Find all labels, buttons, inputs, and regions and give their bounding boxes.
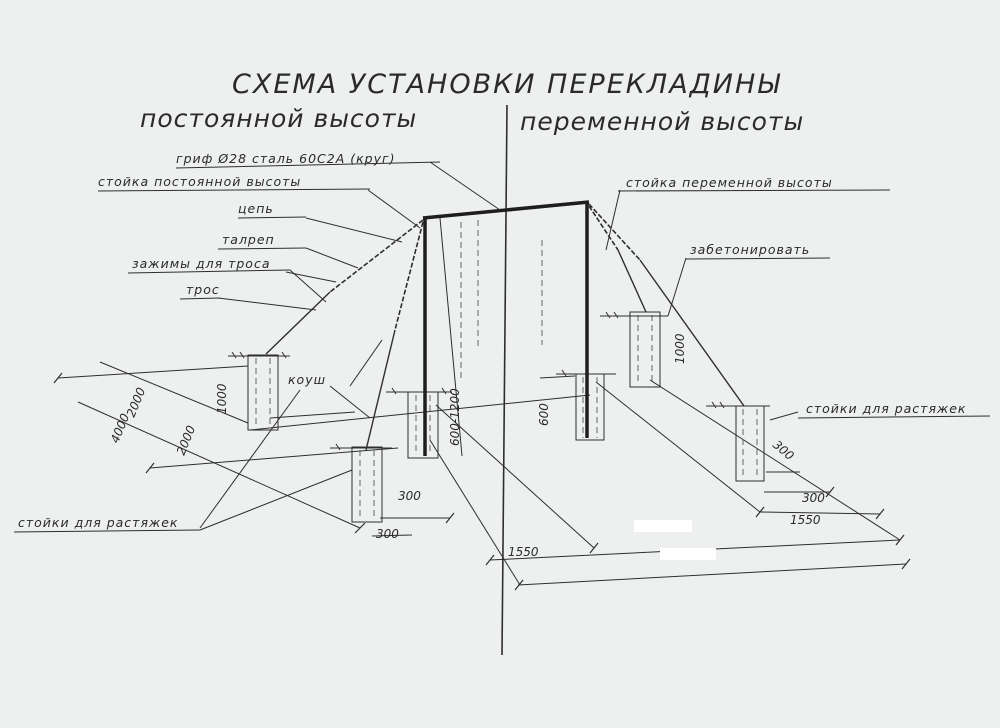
- label-bar: гриф Ø28 сталь 60С2А (круг): [176, 151, 395, 166]
- leader-lines: [199, 161, 799, 531]
- label-fixed-post: стойка постоянной высоты: [98, 174, 301, 189]
- dim-2000-top: 2000: [124, 385, 149, 419]
- dim-4000: 4000: [108, 411, 133, 445]
- scan-blank-patch: [634, 520, 692, 532]
- footing-right-front: [706, 405, 770, 482]
- dim-1550-right: 1550: [790, 513, 821, 527]
- underline-guy-posts-right: [797, 415, 991, 419]
- guy-ropes: [265, 203, 745, 451]
- drawing-title: СХЕМА УСТАНОВКИ ПЕРЕКЛАДИНЫ: [232, 69, 781, 100]
- ground-lines: [57, 361, 907, 586]
- label-guy-posts-right: стойки для растяжек: [806, 401, 966, 416]
- label-variable-post: стойка переменной высоты: [626, 175, 833, 190]
- dim-300-left-b: 300: [376, 527, 399, 541]
- dim-300-right-b: 300: [802, 491, 825, 505]
- footing-left-post: [386, 391, 452, 459]
- post-hidden-lines: [439, 217, 543, 457]
- dim-1000-right: 1000: [673, 333, 687, 364]
- label-guy-posts-left: стойки для растяжек: [18, 515, 178, 530]
- dim-1000-left: 1000: [215, 383, 229, 414]
- dim-2000-bottom: 2000: [174, 423, 199, 457]
- underline-rope-clamps: [127, 269, 291, 274]
- ground-hatch: [231, 311, 725, 451]
- scan-blank-patch: [660, 548, 716, 560]
- dim-600-1200: 600-1200: [448, 388, 462, 446]
- underline-concrete: [685, 257, 831, 260]
- dim-300-left-a: 300: [398, 489, 421, 503]
- footing-left-back: [228, 354, 290, 431]
- label-concrete: забетонировать: [690, 242, 810, 257]
- label-turnbuckle: талреп: [222, 232, 275, 247]
- dim-600-right: 600: [537, 403, 551, 426]
- horizontal-bar: [422, 200, 590, 220]
- dim-1550-left: 1550: [508, 545, 539, 559]
- underline-fixed-post: [97, 188, 371, 192]
- center-divider-line: [501, 104, 508, 656]
- subtitle-variable-height: переменной высоты: [520, 107, 804, 136]
- underline-guy-posts-left: [13, 529, 201, 533]
- label-thimble: коуш: [288, 372, 326, 387]
- footing-right-back: [600, 311, 668, 388]
- footing-right-post: [556, 373, 616, 441]
- underline-chain: [237, 216, 307, 219]
- dimension-ticks: [53, 372, 911, 591]
- underline-turnbuckle: [217, 247, 307, 250]
- label-chain: цепь: [238, 201, 274, 216]
- label-rope: трос: [186, 282, 220, 297]
- label-rope-clamps: зажимы для троса: [132, 256, 271, 271]
- underline-rope: [179, 297, 221, 300]
- underline-variable-post: [617, 189, 891, 192]
- underline-bar: [175, 161, 441, 169]
- footing-left-front: [330, 446, 392, 523]
- subtitle-fixed-height: постоянной высоты: [140, 104, 417, 133]
